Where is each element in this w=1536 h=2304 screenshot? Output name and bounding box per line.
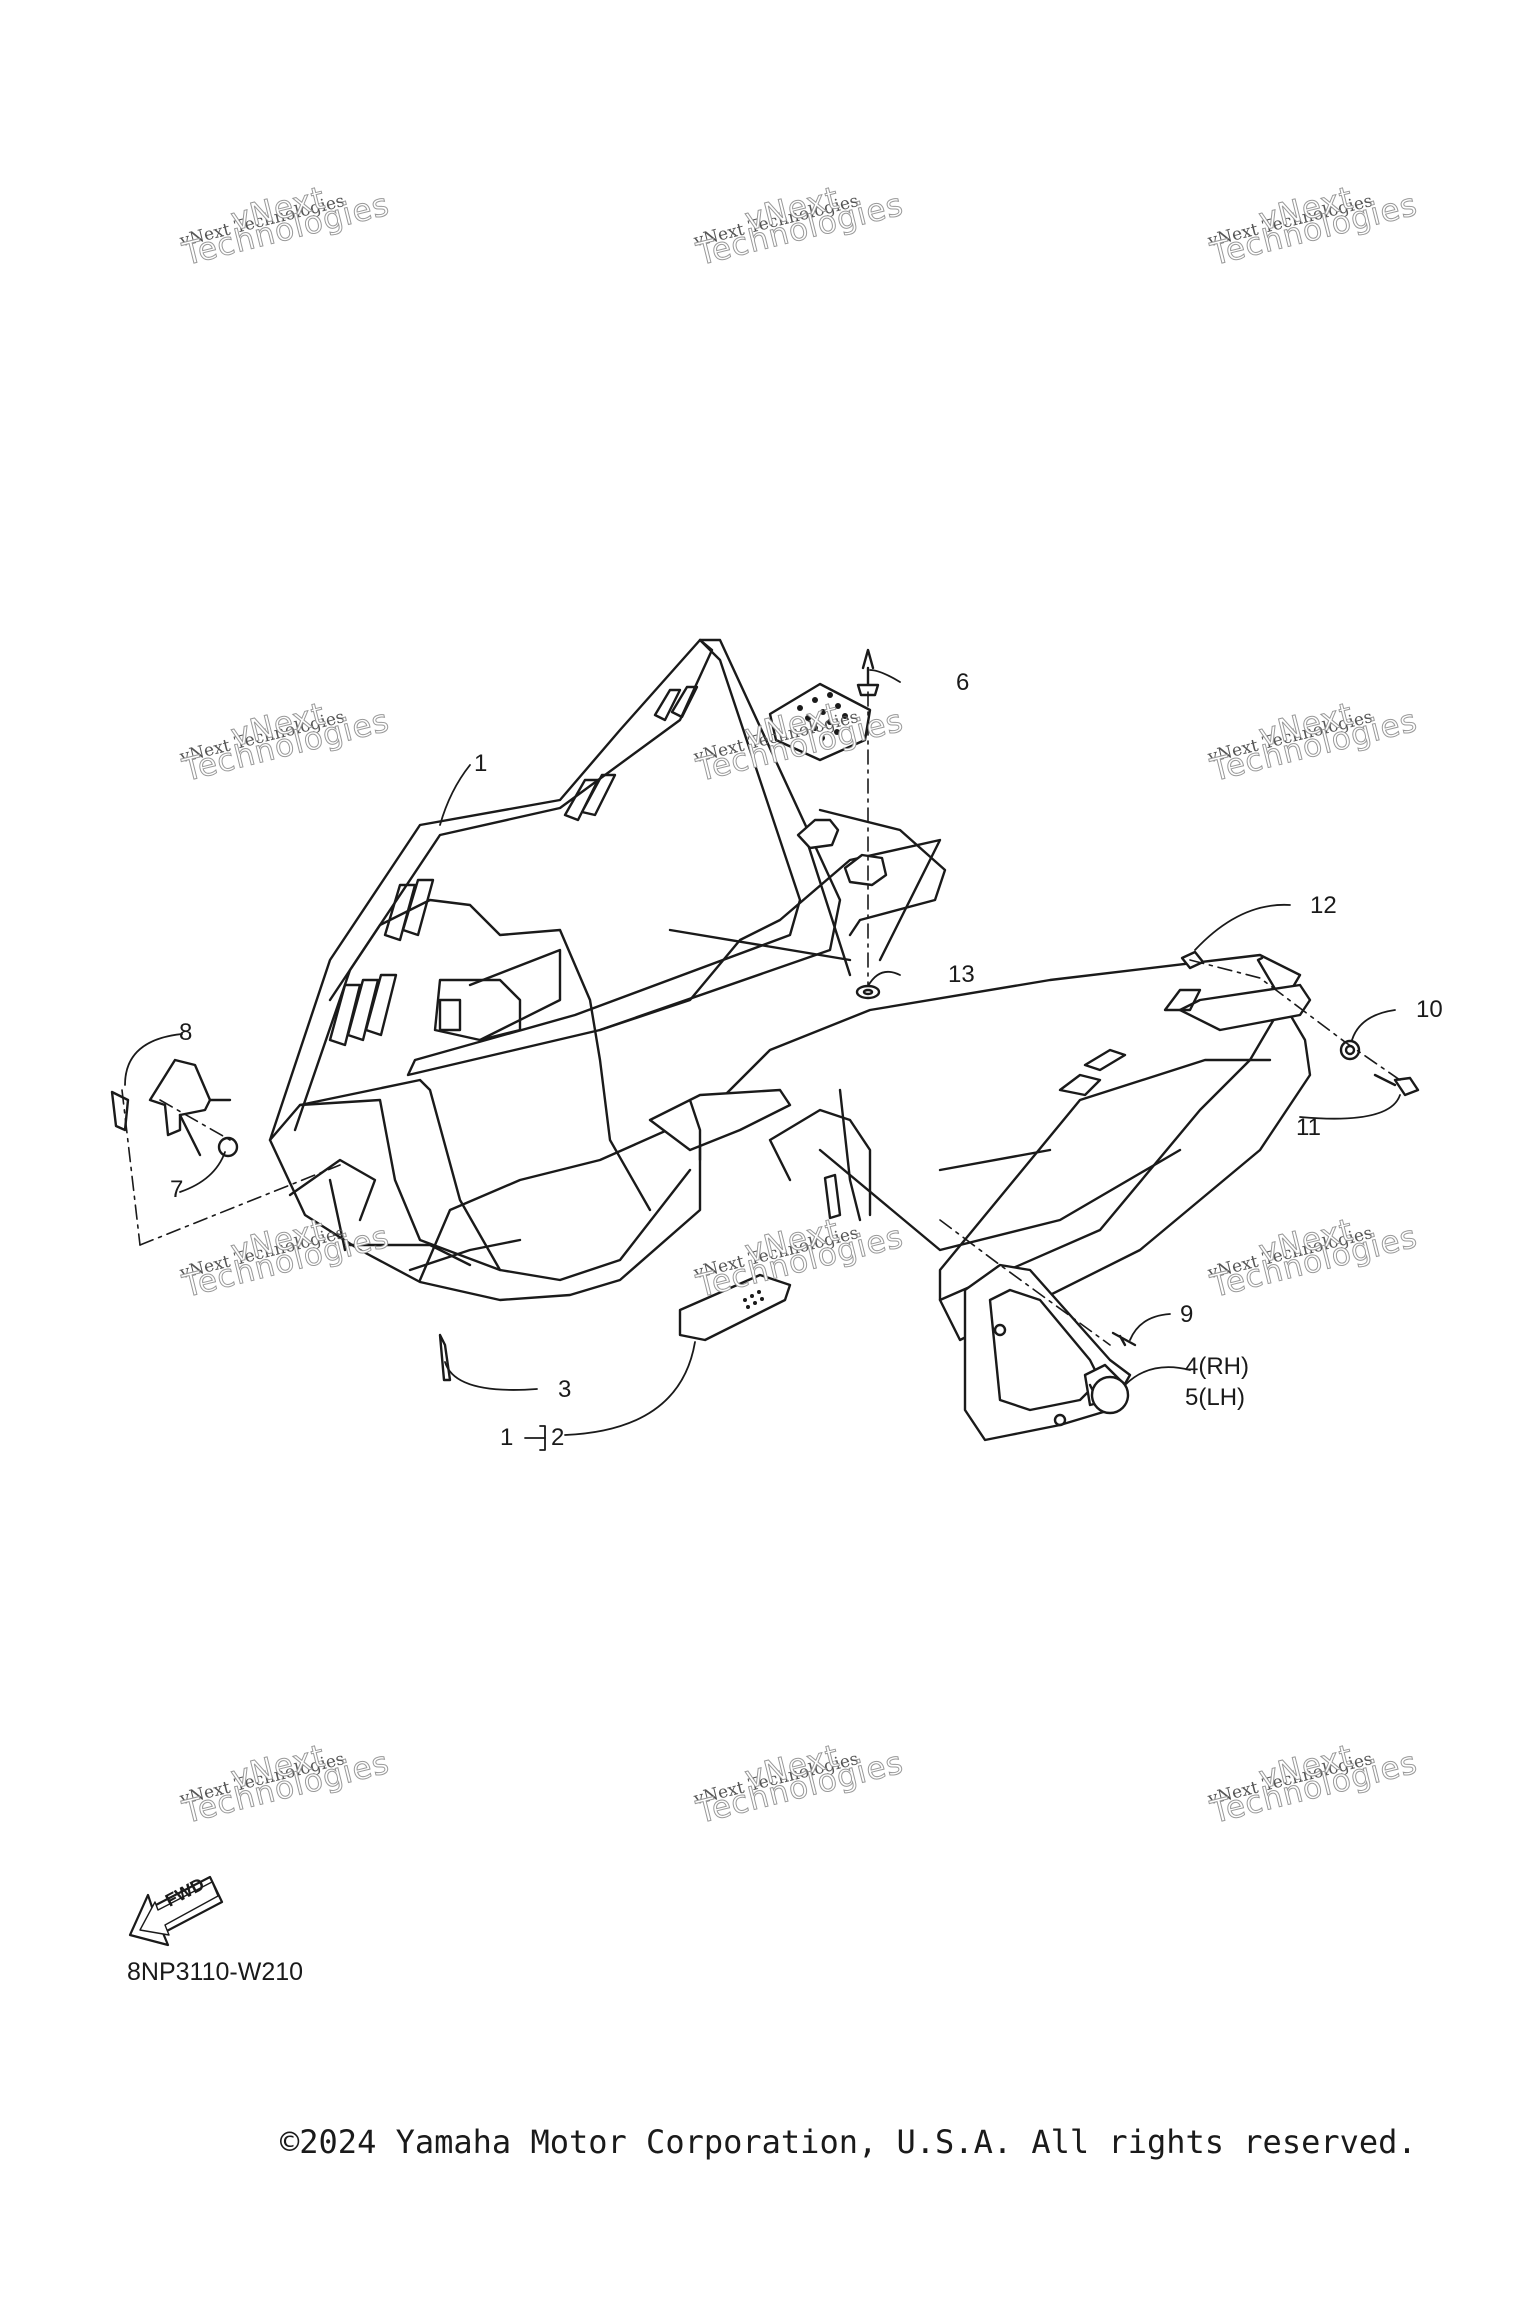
callout-part-11: 11 [1296, 1114, 1321, 1141]
fastener-parts [217, 648, 1420, 1382]
callout-part-6: 6 [956, 669, 970, 696]
copyright-notice: ©2024 Yamaha Motor Corporation, U.S.A. A… [280, 2123, 1417, 2161]
duct-part [963, 1263, 1132, 1442]
callout-part-10: 10 [1416, 996, 1443, 1023]
callout-part-4: 4(RH) [1185, 1353, 1249, 1380]
callout-part-3: 3 [558, 1376, 572, 1403]
callout-part-13: 13 [948, 961, 975, 988]
assembly-guide-lines [121, 691, 1401, 1346]
mesh-screen-lower-part [678, 1273, 792, 1342]
callout-part-9: 9 [1180, 1301, 1194, 1328]
callout-assembly-prefix: 1 [500, 1424, 514, 1451]
front-cover-part [268, 638, 1312, 1342]
callout-part-7: 7 [170, 1176, 184, 1203]
diagram-code: 8NP3110-W210 [127, 1958, 304, 1986]
forward-direction-arrow-icon [128, 1875, 224, 1947]
bracket-part [110, 1058, 232, 1157]
callout-part-1: 1 [474, 750, 488, 777]
callout-leader-lines [124, 669, 1401, 1451]
callout-part-8: 8 [179, 1019, 193, 1046]
callout-part-2: 2 [551, 1424, 565, 1451]
callout-part-5: 5(LH) [1185, 1384, 1246, 1411]
callout-part-12: 12 [1310, 892, 1337, 919]
mesh-screen-upper [768, 682, 872, 762]
